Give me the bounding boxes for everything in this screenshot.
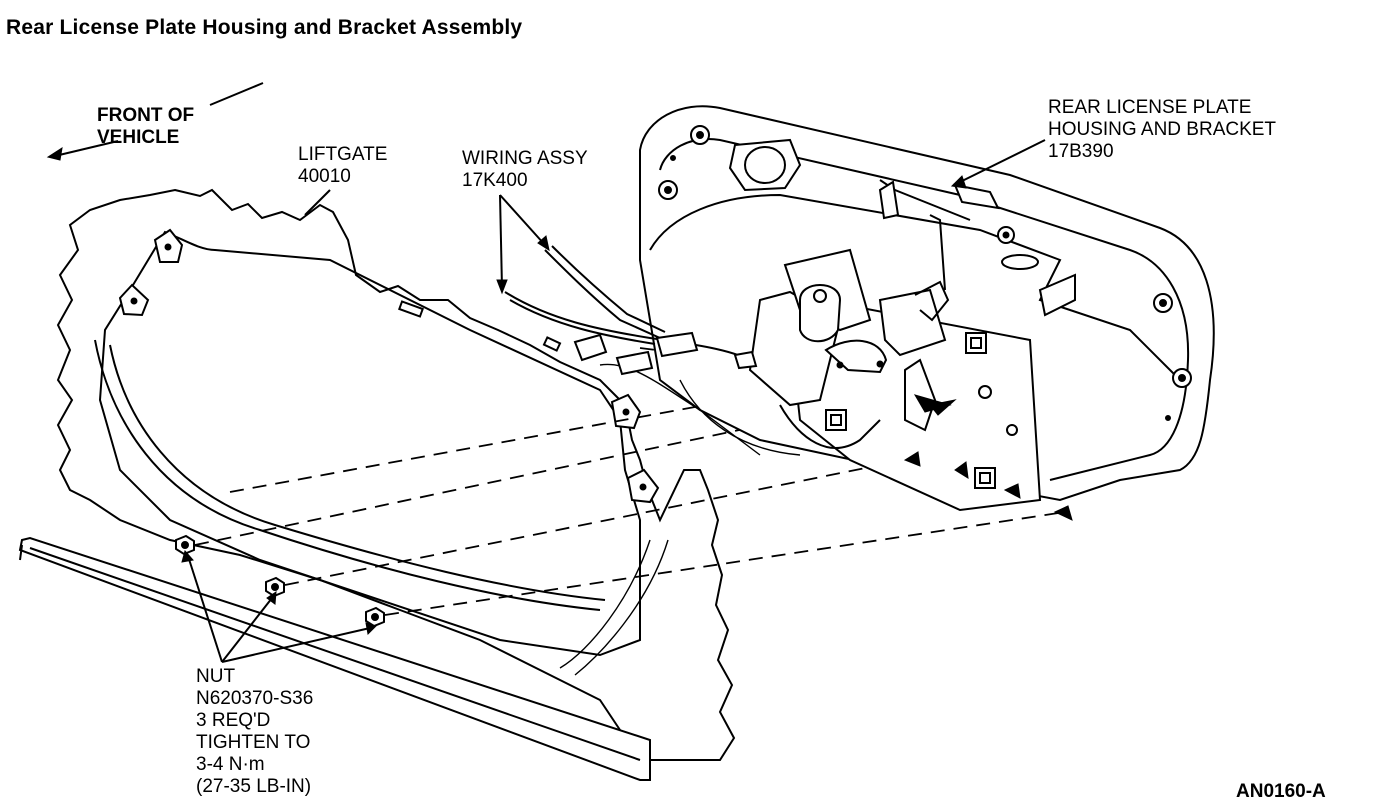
liftgate-mount-tabs (118, 228, 660, 504)
vehicle-label: VEHICLE (97, 127, 179, 148)
nut-fasteners (175, 534, 385, 628)
housing-part-label: 17B390 (1048, 141, 1114, 162)
nut-part-label: N620370-S36 (196, 688, 313, 709)
page-title: Rear License Plate Housing and Bracket A… (6, 16, 523, 39)
nut-callout: NUT N620370-S36 3 REQ'D TIGHTEN TO 3-4 N… (181, 549, 377, 797)
front-of-vehicle-callout: FRONT OF VEHICLE (46, 82, 264, 161)
nut-1 (175, 534, 195, 556)
front-arrow-icon (46, 146, 63, 161)
nut-name-label: NUT (196, 666, 235, 687)
housing-label-line2: HOUSING AND BRACKET (1048, 119, 1276, 140)
housing-square-holes (825, 332, 996, 489)
wiring-assembly (504, 245, 801, 456)
wiring-name-label: WIRING ASSY (462, 148, 588, 169)
liftgate-part-label: 40010 (298, 166, 351, 187)
liftgate-callout: LIFTGATE 40010 (298, 144, 387, 216)
figure-code: AN0160-A (1236, 781, 1326, 802)
liftgate-name-label: LIFTGATE (298, 144, 387, 165)
wiring-connectors (573, 331, 758, 376)
wiring-part-label: 17K400 (462, 170, 528, 191)
nut-2 (265, 576, 285, 598)
housing-clips (903, 399, 1073, 521)
nut-3 (365, 606, 385, 628)
nut-tighten-label: TIGHTEN TO (196, 732, 310, 753)
nut-torque-nm-label: 3-4 N·m (196, 754, 265, 775)
liftgate-lower-rail (18, 536, 651, 781)
lamp-socket (728, 138, 802, 192)
housing-bolt-holes (658, 125, 1192, 436)
housing-label-line1: REAR LICENSE PLATE (1048, 97, 1251, 118)
wiring-callout: WIRING ASSY 17K400 (462, 148, 588, 295)
nut-qty-label: 3 REQ'D (196, 710, 270, 731)
nut-torque-lbin-label: (27-35 LB-IN) (196, 776, 311, 797)
front-of-label: FRONT OF (97, 105, 194, 126)
housing-callout: REAR LICENSE PLATE HOUSING AND BRACKET 1… (950, 97, 1276, 189)
latch-mechanism (748, 179, 971, 449)
